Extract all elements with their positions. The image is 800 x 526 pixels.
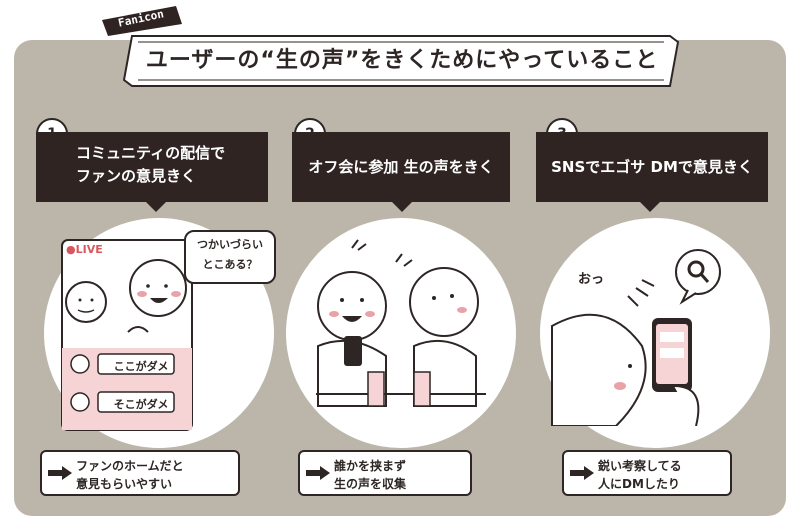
step-tail-3 bbox=[640, 202, 660, 212]
speech-bubble-1: つかいづらい とこある？ bbox=[184, 230, 276, 284]
step-heading-2: オフ会に参加 生の声をきく bbox=[292, 132, 510, 202]
caption-1-line2: 意見もらいやすい bbox=[76, 477, 173, 491]
brand-tag bbox=[102, 6, 182, 36]
exclaim-text: おっ bbox=[578, 272, 605, 287]
caption-3-line2: 人にDMしたり bbox=[598, 477, 680, 491]
page-title: ユーザーの“生の声”をきくためにやっていること bbox=[145, 48, 659, 73]
comment-2: そこがダメ bbox=[113, 398, 169, 411]
sns-search-illustration bbox=[551, 249, 721, 426]
step-tail-2 bbox=[392, 202, 412, 212]
arrow-right-icon bbox=[306, 466, 330, 480]
live-stream-illustration bbox=[61, 239, 193, 431]
live-badge: ●LIVE bbox=[66, 243, 103, 256]
comment-1: ここがダメ bbox=[113, 360, 169, 373]
speech-line1: つかいづらい bbox=[197, 238, 263, 251]
caption-1-line1: ファンのホームだと bbox=[76, 459, 184, 473]
step-heading-1-line2: ファンの意見きく bbox=[76, 167, 197, 185]
caption-1: ファンのホームだと 意見もらいやすい bbox=[40, 450, 240, 496]
offline-meetup-illustration bbox=[316, 239, 486, 407]
step-heading-2-text: オフ会に参加 生の声をきく bbox=[308, 157, 494, 176]
step-heading-3: SNSでエゴサ DMで意見きく bbox=[536, 132, 768, 202]
arrow-right-icon bbox=[570, 466, 594, 480]
caption-3-line1: 鋭い考察してる bbox=[598, 459, 682, 473]
caption-2-line2: 生の声を収集 bbox=[334, 477, 407, 491]
step-heading-1: コミュニティの配信で ファンの意見きく bbox=[36, 132, 268, 202]
caption-2-line1: 誰かを挟まず bbox=[334, 459, 407, 473]
caption-2: 誰かを挟まず 生の声を収集 bbox=[298, 450, 472, 496]
arrow-right-icon bbox=[48, 466, 72, 480]
step-tail-1 bbox=[146, 202, 166, 212]
speech-line2: とこある？ bbox=[202, 258, 258, 271]
step-heading-3-text: SNSでエゴサ DMで意見きく bbox=[551, 157, 753, 176]
step-heading-1-line1: コミュニティの配信で bbox=[76, 144, 226, 162]
title-banner bbox=[122, 35, 680, 87]
caption-3: 鋭い考察してる 人にDMしたり bbox=[562, 450, 732, 496]
